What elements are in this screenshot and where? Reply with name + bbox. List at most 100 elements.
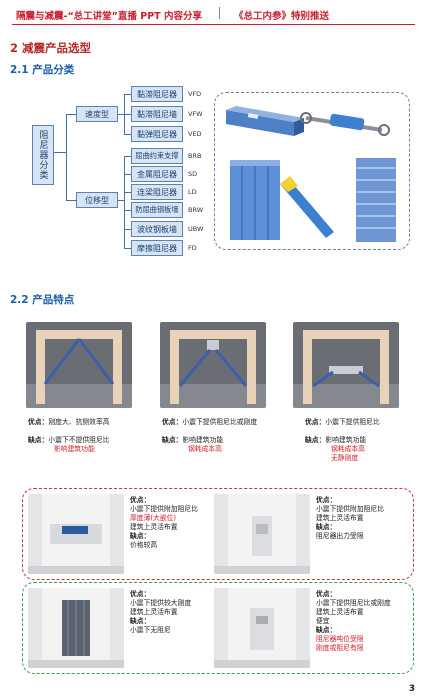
category-speed: 速度型 xyxy=(76,106,118,122)
tree-connector xyxy=(124,156,131,157)
code-ld: LD xyxy=(188,188,197,196)
code-ved: VED xyxy=(188,130,202,138)
tree-connector xyxy=(118,200,124,201)
adv-line: 建筑上灵活布置 xyxy=(316,514,364,522)
dis-line-red: 刚度或阻尼有限 xyxy=(316,644,364,652)
product-images xyxy=(226,106,396,242)
tree-connector xyxy=(54,152,66,153)
viscous-damper-frame-photo xyxy=(293,322,399,408)
dis-text-3: 无静刚度 xyxy=(331,454,359,462)
dis-line: 小震下无阻尼 xyxy=(130,626,171,634)
dis-line: 价格较高 xyxy=(130,541,158,549)
dis-text-2: 影响建筑功能 xyxy=(54,445,95,453)
brace-frame-photo xyxy=(26,322,132,408)
header-rule xyxy=(12,24,415,25)
adv-line: 便宜 xyxy=(316,617,330,625)
adv-label: 优点： xyxy=(28,418,49,426)
item-brw: 防屈曲钢板墙 xyxy=(131,202,183,218)
dis-text-2: 钢耗成本高 xyxy=(188,445,222,453)
tree-connector xyxy=(124,192,131,193)
adv-line: 建筑上灵活布置 xyxy=(130,608,178,616)
header-separator xyxy=(219,7,220,19)
item-ld: 连梁阻尼器 xyxy=(131,184,183,200)
subsection-classification: 2.1 产品分类 xyxy=(10,64,75,76)
code-vfd: VFD xyxy=(188,90,202,98)
code-fd: FD xyxy=(188,244,197,252)
page-header: 隔震与减震-“总工讲堂”直播 PPT 内容分享 《总工内参》特别推送 xyxy=(0,0,427,26)
red-dashed-group xyxy=(22,488,414,580)
dis-label: 缺点： xyxy=(162,436,183,444)
wall-damper-photo-2 xyxy=(214,494,310,574)
category-displacement: 位移型 xyxy=(76,192,118,208)
tree-connector xyxy=(66,114,76,115)
item-vfd: 黏滞阻尼器 xyxy=(131,86,183,102)
wall-damper-photo-4 xyxy=(214,588,310,668)
item-sd: 金属阻尼器 xyxy=(131,166,183,182)
code-ubw: UBW xyxy=(188,225,204,233)
viscous-wall-image xyxy=(226,106,304,136)
adv-line: 小震下提供附加阻尼比 xyxy=(316,505,384,513)
dis-text: 影响建筑功能 xyxy=(182,436,224,444)
dis-label: 缺点： xyxy=(305,436,326,444)
dis-text: 小震下不提供阻尼比 xyxy=(48,436,110,444)
wall-damper-photo-3 xyxy=(28,588,124,668)
wall-damper-photo-1 xyxy=(28,494,124,574)
adv-label: 优点： xyxy=(305,418,326,426)
adv-text: 刚度大、抗侧效率高 xyxy=(48,418,110,426)
dis-text-2: 钢耗成本高 xyxy=(331,445,365,453)
corrugated-wall-image xyxy=(356,158,396,242)
tree-connector xyxy=(118,114,124,115)
dis-line-red: 阻尼器吨位受限 xyxy=(316,635,364,643)
adv-line: 建筑上灵活布置 xyxy=(316,608,364,616)
header-left-title: 隔震与减震-“总工讲堂”直播 PPT 内容分享 xyxy=(16,11,202,22)
tree-connector xyxy=(124,114,131,115)
adv-line: 小震下提供较大刚度 xyxy=(130,599,192,607)
code-brw: BRW xyxy=(188,206,204,214)
adv-label: 优点： xyxy=(316,496,337,504)
code-vfw: VFW xyxy=(188,110,203,118)
adv-line: 建筑上灵活布置 xyxy=(130,523,178,531)
dis-line: 阻尼器出力受限 xyxy=(316,532,364,540)
tree-connector xyxy=(66,200,76,201)
tree-connector xyxy=(124,210,131,211)
code-sd: SD xyxy=(188,170,198,178)
dis-label: 缺点： xyxy=(316,523,337,531)
green-dashed-group xyxy=(22,582,414,674)
section-title: 2 减震产品选型 xyxy=(10,41,92,55)
tree-connector xyxy=(124,156,125,248)
tree-connector xyxy=(66,114,67,200)
dis-label: 缺点： xyxy=(316,626,337,634)
item-brb: 屈曲约束支撑 xyxy=(131,148,183,164)
dis-text: 影响建筑功能 xyxy=(325,436,367,444)
code-brb: BRB xyxy=(188,152,202,160)
item-ved: 黏弹阻尼器 xyxy=(131,126,183,142)
adv-label: 优点： xyxy=(130,496,151,504)
dis-label: 缺点： xyxy=(28,436,49,444)
product-images-frame xyxy=(214,92,410,250)
adv-label: 优点： xyxy=(162,418,183,426)
viscous-damper-image xyxy=(300,112,390,136)
adv-line-red: 厚度薄(大嵌位) xyxy=(130,514,177,522)
adv-text: 小震下提供阻尼比 xyxy=(325,418,380,426)
adv-label: 优点： xyxy=(316,590,337,598)
tree-connector xyxy=(124,229,131,230)
tree-connector xyxy=(124,94,131,95)
tree-connector xyxy=(124,174,131,175)
subsection-features: 2.2 产品特点 xyxy=(10,294,75,306)
adv-text: 小震下提供阻尼比或刚度 xyxy=(182,418,258,426)
tree-root-box: 阻尼器分类 xyxy=(32,125,54,185)
steel-wall-image xyxy=(230,160,280,240)
metal-damper-frame-photo xyxy=(160,322,266,408)
dis-label: 缺点： xyxy=(130,617,151,625)
item-ubw: 波纹钢板墙 xyxy=(131,221,183,237)
brb-image xyxy=(280,176,334,238)
tree-connector xyxy=(124,134,131,135)
header-right-title: 《总工内参》特别推送 xyxy=(234,11,330,22)
adv-label: 优点： xyxy=(130,590,151,598)
page-number: 3 xyxy=(408,684,415,694)
item-vfw: 黏滞阻尼墙 xyxy=(131,106,183,122)
dis-label: 缺点： xyxy=(130,532,151,540)
adv-line: 小震下提供阻尼比或刚度 xyxy=(316,599,391,607)
item-fd: 摩擦阻尼器 xyxy=(131,240,183,256)
tree-connector xyxy=(124,248,131,249)
